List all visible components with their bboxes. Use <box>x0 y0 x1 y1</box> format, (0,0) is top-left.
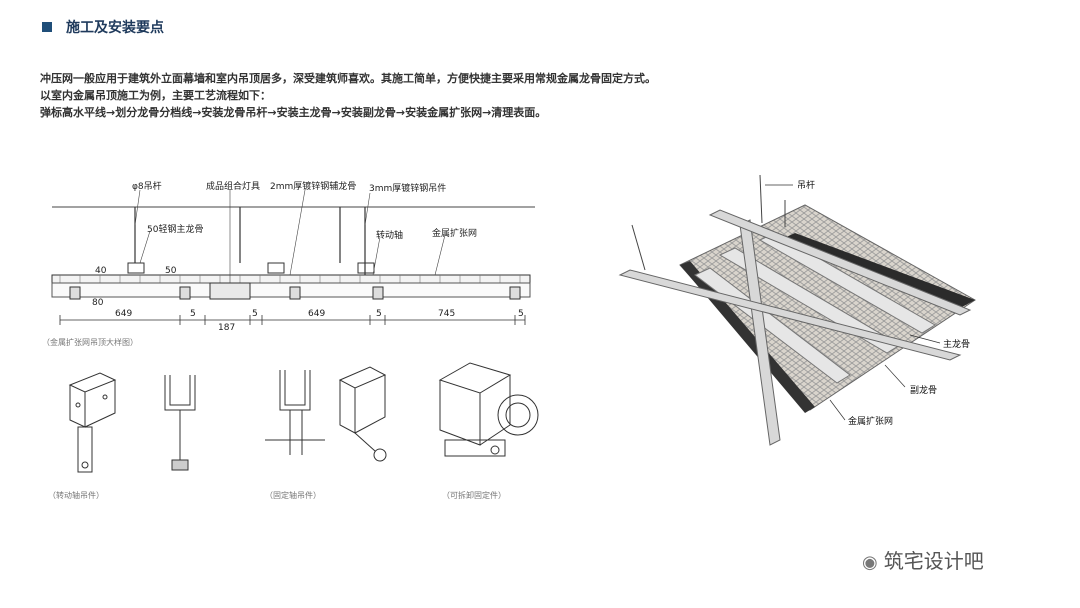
page-title: 施工及安装要点 <box>66 20 164 36</box>
pivot-hanger-sketch <box>68 372 117 473</box>
watermark: ◉筑宅设计吧 <box>862 545 984 574</box>
dim-5-a: 5 <box>190 309 196 319</box>
watermark-text: 筑宅设计吧 <box>883 549 984 573</box>
fixed-hanger-sketch <box>265 366 387 462</box>
dim-80: 80 <box>92 298 104 308</box>
label-rod: φ8吊杆 <box>132 180 162 192</box>
dim-187: 187 <box>218 323 235 333</box>
label-iso-rod: 吊杆 <box>797 179 815 191</box>
dim-649-right: 649 <box>308 309 325 319</box>
hardware-sketches <box>68 362 539 473</box>
dim-5-b: 5 <box>252 309 258 319</box>
caption-detachable: （可拆卸固定件） <box>442 491 506 500</box>
caption-section: （金属扩张网吊顶大样图） <box>42 338 138 347</box>
title-marker <box>42 22 52 32</box>
wechat-icon: ◉ <box>862 552 878 573</box>
label-lamp: 成品组合灯具 <box>206 180 260 192</box>
pivot-hanger-front <box>164 375 196 471</box>
intro-text: 冲压网一般应用于建筑外立面幕墙和室内吊顶居多，深受建筑师喜欢。其施工简单，方便快… <box>40 70 656 121</box>
dim-5-d: 5 <box>518 309 524 319</box>
caption-fixed-hanger: （固定轴吊件） <box>265 491 321 500</box>
intro-line-2: 以室内金属吊顶施工为例，主要工艺流程如下： <box>40 89 271 102</box>
label-iso-main-keel: 主龙骨 <box>943 338 970 350</box>
label-hanger-3mm: 3mm厚镀锌钢吊件 <box>369 182 446 194</box>
label-main-keel: 50轻钢主龙骨 <box>147 223 203 235</box>
label-pivot: 转动轴 <box>376 229 403 241</box>
label-keel-2mm: 2mm厚镀锌钢辅龙骨 <box>270 180 356 192</box>
detachable-fixing-sketch <box>438 362 539 457</box>
dim-649-left: 649 <box>115 309 132 319</box>
dim-5-c: 5 <box>376 309 382 319</box>
caption-pivot-hanger: （转动轴吊件） <box>48 491 104 500</box>
iso-ceiling-drawing: 吊杆 主龙骨 副龙骨 金属扩张网 <box>618 174 976 446</box>
ceiling-section-drawing: 649 5 187 5 649 5 745 5 40 50 80 φ8吊杆 成品… <box>51 180 535 333</box>
dim-745: 745 <box>438 309 455 319</box>
intro-line-1: 冲压网一般应用于建筑外立面幕墙和室内吊顶居多，深受建筑师喜欢。其施工简单，方便快… <box>40 72 656 85</box>
intro-line-3: 弹标高水平线→划分龙骨分档线→安装龙骨吊杆→安装主龙骨→安装副龙骨→安装金属扩张… <box>40 106 547 119</box>
label-iso-mesh: 金属扩张网 <box>848 415 893 427</box>
dim-40: 40 <box>95 266 107 276</box>
label-iso-sub-keel: 副龙骨 <box>910 384 937 396</box>
dim-50: 50 <box>165 266 177 276</box>
label-mesh: 金属扩张网 <box>432 227 477 239</box>
